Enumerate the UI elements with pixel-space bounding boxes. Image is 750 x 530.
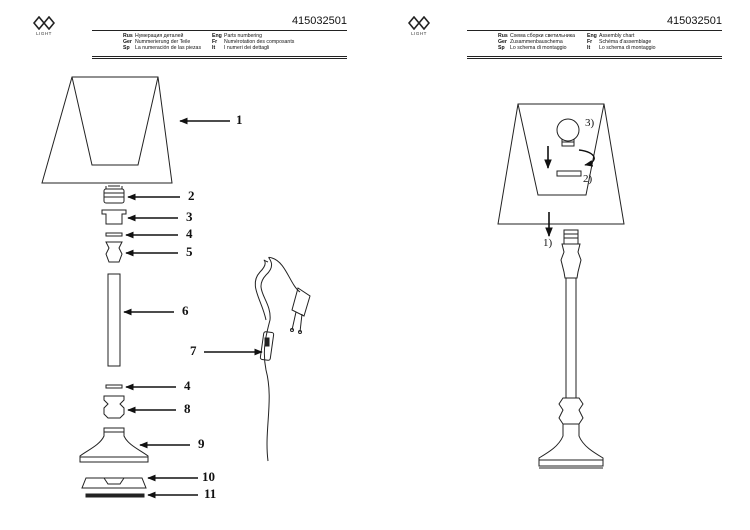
header-rule-bottom-2 (92, 58, 347, 59)
header-rule-bottom-2 (467, 58, 722, 59)
part-number-4: 4 (186, 226, 193, 241)
part-number-8: 8 (184, 401, 191, 416)
header-rule-bottom (92, 56, 347, 57)
article-code: 415032501 (666, 15, 722, 27)
mw-light-logo: LIGHT (407, 16, 431, 36)
shade-part (41, 76, 173, 184)
part-number-9: 9 (198, 436, 205, 451)
part-number-10: 10 (202, 469, 215, 484)
assembled-body (538, 229, 604, 469)
logo-icon (33, 16, 55, 30)
part-number-11: 11 (204, 486, 217, 501)
part-number-3: 3 (186, 209, 193, 224)
logo-icon (408, 16, 430, 30)
exploded-parts-drawing (41, 76, 311, 499)
article-code: 415032501 (291, 15, 347, 27)
part-number-1: 1 (236, 112, 243, 127)
leader-arrows (123, 117, 263, 499)
mw-light-logo: LIGHT (32, 16, 56, 36)
logo-text: LIGHT (36, 31, 52, 36)
assembly-drawing (497, 103, 625, 469)
part-number-5: 5 (186, 244, 193, 259)
part-number-6: 6 (182, 303, 189, 318)
cup-part (101, 209, 127, 225)
cord-part (254, 256, 311, 462)
inner-socket (556, 170, 582, 177)
washer-part-top (105, 232, 123, 237)
step-2-label: 2) (583, 173, 593, 185)
felt-pad-part (85, 493, 145, 498)
bulb (556, 118, 580, 147)
base-cover-part (81, 477, 147, 489)
step-1-label: 1) (543, 237, 553, 249)
socket-part (103, 185, 125, 204)
lower-connector-part (103, 395, 125, 419)
logo-text: LIGHT (411, 31, 427, 36)
connector-part (105, 241, 123, 263)
header-rule-bottom (467, 56, 722, 57)
part-number-2: 2 (188, 188, 195, 203)
tube-part (107, 273, 121, 367)
assembled-shade (497, 103, 625, 225)
part-number-7: 7 (190, 343, 197, 358)
washer-part-bottom (105, 384, 123, 389)
part-number-4-lower: 4 (184, 378, 191, 393)
base-part (79, 427, 149, 463)
header-rule-top (92, 30, 347, 31)
header-rule-top (467, 30, 722, 31)
step-3-label: 3) (585, 117, 595, 129)
